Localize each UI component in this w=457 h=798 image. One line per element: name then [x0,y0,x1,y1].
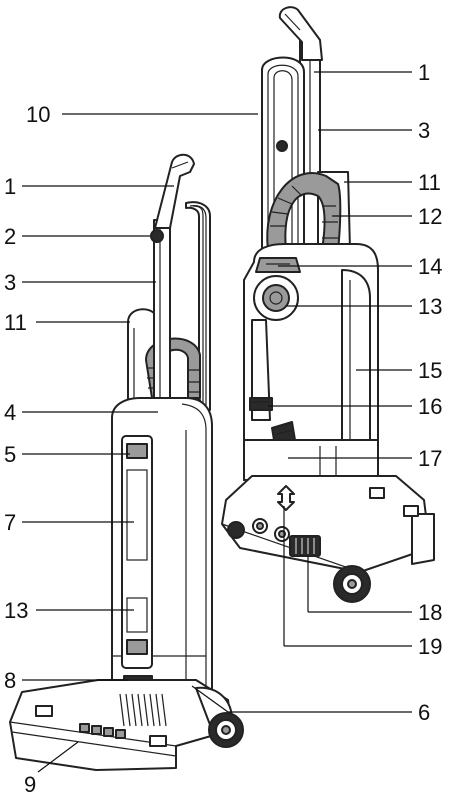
callout-12-right: 12 [418,204,442,229]
callout-13-left: 13 [4,598,28,623]
callout-labels-right: 1 3 11 12 14 13 15 16 17 18 19 6 [418,60,442,725]
callout-14-right: 14 [418,254,442,279]
callout-3-left: 3 [4,270,16,295]
callout-7-left: 7 [4,510,16,535]
leader-lines [22,71,412,773]
callout-10-left: 10 [26,102,50,127]
callout-16-right: 16 [418,394,442,419]
callout-9-left: 9 [24,772,36,797]
callout-13-right: 13 [418,294,442,319]
callout-1-right: 1 [418,60,430,85]
callout-11-right: 11 [418,170,441,195]
callout-2-left: 2 [4,224,16,249]
callout-4-left: 4 [4,400,16,425]
callout-15-right: 15 [418,358,442,383]
rear-view-vacuum [221,6,435,603]
height-adjuster [289,535,321,557]
callout-5-left: 5 [4,442,16,467]
callout-labels-left: 10 1 2 3 11 4 5 7 13 8 9 [4,102,50,797]
callout-19-right: 19 [418,634,442,659]
front-view-vacuum [9,153,244,771]
callout-8-left: 8 [4,668,16,693]
callout-17-right: 17 [418,446,442,471]
callout-6-right: 6 [418,700,430,725]
grille-vents [119,693,167,727]
callout-1-left: 1 [4,174,16,199]
callout-3-right: 3 [418,118,430,143]
callout-11-left: 11 [4,310,27,335]
callout-18-right: 18 [418,600,442,625]
